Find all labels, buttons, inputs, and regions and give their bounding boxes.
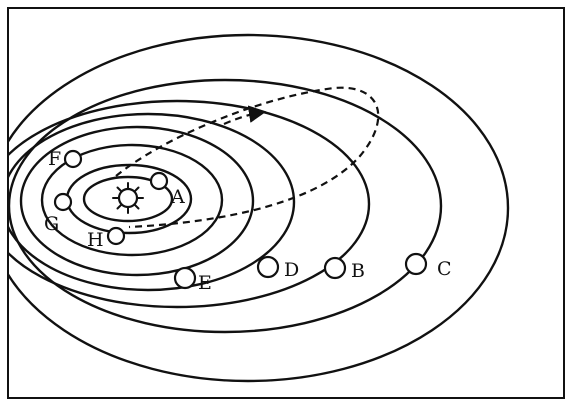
point-a: A	[149, 171, 185, 208]
orbit-7	[8, 78, 443, 334]
label-a: A	[170, 186, 185, 208]
sun-ray	[116, 204, 122, 210]
planet-d-circle	[256, 255, 280, 279]
orbit-group	[8, 33, 510, 383]
orbit-3	[40, 143, 224, 257]
sun-ray	[134, 186, 140, 192]
planet-c-circle	[404, 252, 428, 276]
sun-ray	[116, 186, 122, 192]
planet-a-circle	[149, 171, 169, 191]
point-g: G	[44, 192, 73, 235]
label-c: C	[437, 258, 452, 280]
comet-direction-arrow	[223, 105, 267, 126]
diagram-border	[7, 7, 565, 399]
point-e: E	[173, 266, 212, 294]
label-h: H	[87, 229, 104, 251]
sun-icon	[112, 182, 144, 214]
label-e: E	[198, 272, 212, 294]
label-b: B	[351, 260, 365, 282]
point-c: C	[404, 252, 452, 280]
planet-f-circle	[63, 149, 83, 169]
orbit-5	[8, 112, 296, 292]
label-d: D	[284, 259, 299, 281]
label-f: F	[48, 148, 61, 170]
planet-h-circle	[106, 226, 126, 246]
planet-g-circle	[53, 192, 73, 212]
point-h: H	[87, 226, 126, 251]
sun-ray	[134, 204, 140, 210]
planet-b-circle	[323, 256, 347, 280]
orbit-4	[19, 125, 255, 277]
point-b: B	[323, 256, 365, 282]
planet-e-circle	[173, 266, 197, 290]
label-g: G	[44, 213, 59, 235]
orbit-1	[82, 175, 174, 223]
orbit-8	[8, 33, 510, 383]
orbit-6	[8, 99, 371, 309]
point-d: D	[256, 255, 299, 281]
point-f: F	[48, 148, 83, 170]
comet-orbit-path	[115, 86, 380, 229]
